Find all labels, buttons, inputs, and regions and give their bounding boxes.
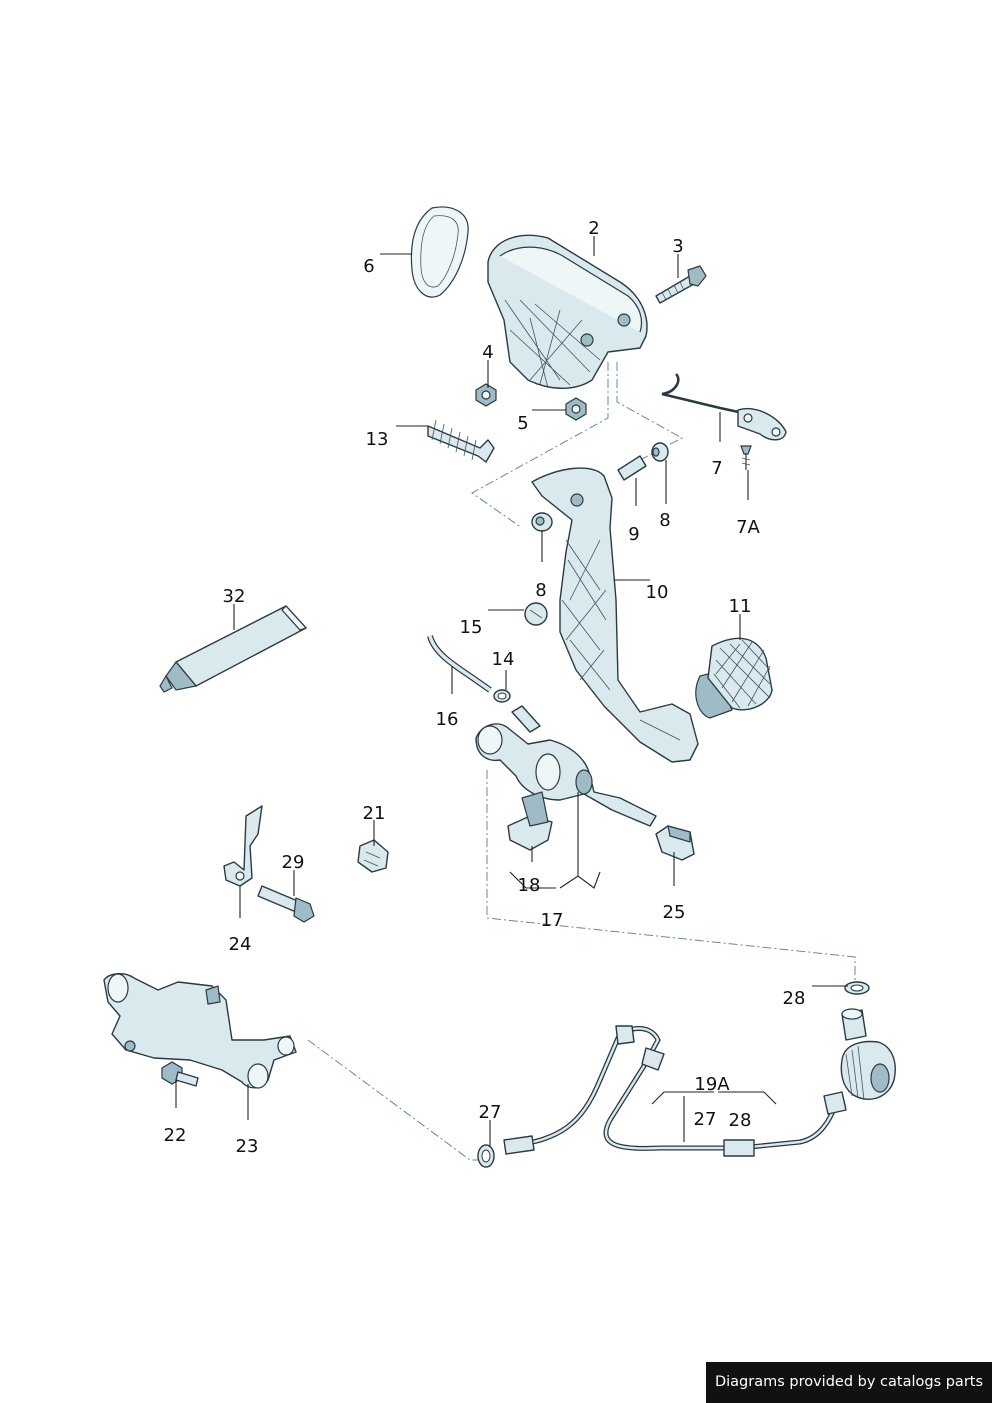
callout-5: 5 — [517, 413, 528, 434]
part-28-washer[interactable] — [844, 981, 870, 995]
callout-28-washer: 28 — [783, 988, 806, 1009]
callout-4: 4 — [482, 342, 493, 363]
callout-labels: 2 3 6 4 5 13 7 7A 8 9 8 10 11 32 15 14 1… — [164, 218, 806, 1157]
part-4-nut[interactable] — [475, 383, 497, 407]
callout-7a: 7A — [736, 517, 760, 538]
callout-24: 24 — [229, 934, 252, 955]
credit-banner: Diagrams provided by catalogs parts — [706, 1362, 992, 1403]
callout-22: 22 — [164, 1125, 187, 1146]
callout-17: 17 — [541, 910, 564, 931]
callout-7: 7 — [711, 458, 722, 479]
callout-3: 3 — [672, 236, 683, 257]
part-16-hose[interactable] — [427, 635, 492, 693]
callout-19a: 19A — [694, 1074, 730, 1095]
callout-11: 11 — [729, 596, 752, 617]
part-18-bracket[interactable] — [507, 791, 553, 851]
part-23-slave-cylinder[interactable] — [103, 973, 297, 1089]
callout-6: 6 — [363, 256, 374, 277]
part-3-bolt[interactable] — [655, 265, 707, 304]
part-5-nut[interactable] — [565, 397, 587, 421]
part-8-bushing-upper[interactable] — [651, 442, 669, 462]
part-14-o-ring[interactable] — [493, 689, 511, 703]
callout-18: 18 — [518, 875, 541, 896]
callout-10: 10 — [646, 582, 669, 603]
part-27-washer[interactable] — [477, 1144, 495, 1168]
callout-8-lower: 8 — [535, 580, 546, 601]
callout-2: 2 — [588, 218, 599, 239]
part-32-grease-tube[interactable] — [159, 605, 308, 693]
part-21-clip[interactable] — [357, 839, 389, 873]
callout-27-line: 27 — [694, 1109, 717, 1130]
part-9-pin[interactable] — [617, 455, 647, 481]
callout-9: 9 — [628, 524, 639, 545]
part-13-spring[interactable] — [427, 419, 495, 463]
callout-15: 15 — [460, 617, 483, 638]
part-7a-screw[interactable] — [740, 445, 752, 470]
callout-29: 29 — [282, 852, 305, 873]
callout-28-line: 28 — [729, 1110, 752, 1131]
callout-21: 21 — [363, 803, 386, 824]
callout-23: 23 — [236, 1136, 259, 1157]
callout-25: 25 — [663, 902, 686, 923]
part-17-master-cylinder[interactable] — [475, 705, 657, 827]
part-19a-hydraulic-line[interactable] — [503, 1025, 847, 1157]
part-11-pedal-pad[interactable] — [695, 637, 773, 719]
callout-32: 32 — [223, 586, 246, 607]
part-6-gasket[interactable] — [410, 206, 469, 298]
part-22-bolt[interactable] — [161, 1061, 199, 1087]
part-7-switch-bracket[interactable] — [661, 373, 787, 441]
callout-27-washer: 27 — [479, 1102, 502, 1123]
part-25-clip[interactable] — [655, 825, 695, 861]
callout-13: 13 — [366, 429, 389, 450]
part-15-cap[interactable] — [524, 602, 548, 626]
leader-lines — [175, 236, 848, 1146]
part-10-clutch-pedal[interactable] — [531, 467, 699, 763]
callout-8-upper: 8 — [659, 510, 670, 531]
part-29-bolt[interactable] — [257, 885, 315, 923]
part-8-bushing-lower[interactable] — [531, 512, 553, 532]
part-2-pedal-bracket[interactable] — [487, 234, 648, 389]
callout-16: 16 — [436, 709, 459, 730]
part-24-bracket[interactable] — [223, 805, 263, 887]
release-bearing[interactable] — [840, 1008, 896, 1101]
callout-14: 14 — [492, 649, 515, 670]
